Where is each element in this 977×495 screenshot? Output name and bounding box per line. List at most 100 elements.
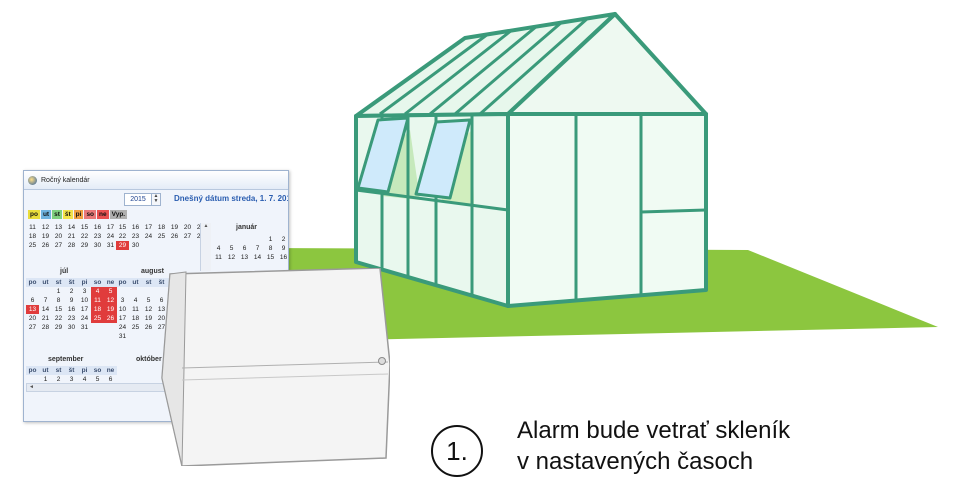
calendar-day[interactable]: 3 [120,297,125,304]
calendar-day[interactable]: 5 [104,287,117,296]
calendar-day[interactable]: 29 [80,242,89,249]
calendar-day[interactable]: 14 [253,254,262,261]
calendar-day[interactable]: 7 [255,245,260,252]
calendar-day[interactable]: 3 [82,288,87,295]
calendar-day[interactable]: 26 [170,233,179,240]
calendar-day[interactable]: 12 [227,254,236,261]
calendar-day[interactable]: 20 [157,315,166,322]
calendar-day[interactable]: 13 [240,254,249,261]
year-spinner[interactable]: ▲▼ [151,193,161,206]
calendar-day[interactable]: 18 [91,305,104,314]
calendar-day[interactable]: 29 [54,324,63,331]
calendar-day[interactable]: 24 [80,315,89,322]
calendar-day[interactable]: 5 [95,376,100,383]
calendar-day[interactable]: 28 [41,324,50,331]
calendar-day[interactable]: 26 [41,242,50,249]
calendar-day[interactable]: 16 [93,224,102,231]
calendar-day[interactable]: 1 [43,376,48,383]
calendar-day[interactable]: 13 [26,305,39,314]
calendar-day[interactable]: 29 [116,241,129,250]
calendar-day[interactable]: 16 [131,224,140,231]
calendar-day[interactable]: 19 [41,233,50,240]
calendar-day[interactable]: 7 [43,297,48,304]
calendar-day[interactable]: 17 [118,315,127,322]
calendar-day[interactable]: 26 [144,324,153,331]
calendar-day[interactable]: 6 [30,297,35,304]
calendar-day[interactable]: 17 [80,306,89,313]
calendar-day[interactable]: 18 [28,233,37,240]
calendar-day[interactable]: 15 [54,306,63,313]
calendar-day[interactable]: 6 [159,297,164,304]
calendar-day[interactable]: 25 [28,242,37,249]
calendar-day[interactable]: 21 [67,233,76,240]
calendar-day[interactable]: 13 [157,306,166,313]
calendar-day[interactable]: 30 [93,242,102,249]
vertical-scrollbar[interactable]: ▲ [200,223,211,271]
calendar-day[interactable]: 15 [266,254,275,261]
calendar-day[interactable]: 2 [281,236,286,243]
calendar-day[interactable]: 25 [157,233,166,240]
calendar-day[interactable]: 3 [69,376,74,383]
calendar-day[interactable]: 28 [67,242,76,249]
calendar-day[interactable]: 27 [54,242,63,249]
calendar-day[interactable]: 21 [41,315,50,322]
calendar-day[interactable]: 6 [242,245,247,252]
calendar-day[interactable]: 4 [91,287,104,296]
calendar-day[interactable]: 22 [80,233,89,240]
calendar-day[interactable]: 25 [131,324,140,331]
calendar-day[interactable]: 12 [41,224,50,231]
calendar-day[interactable]: 30 [67,324,76,331]
calendar-day[interactable]: 11 [91,296,104,305]
calendar-day[interactable]: 19 [144,315,153,322]
calendar-day[interactable]: 20 [54,233,63,240]
calendar-day[interactable]: 11 [215,254,222,261]
calendar-day[interactable]: 22 [54,315,63,322]
calendar-day[interactable]: 30 [131,242,140,249]
calendar-day[interactable]: 20 [28,315,37,322]
calendar-day[interactable]: 26 [104,314,117,323]
calendar-day[interactable]: 2 [69,288,74,295]
calendar-day[interactable]: 15 [118,224,127,231]
calendar-day[interactable]: 14 [67,224,76,231]
calendar-day[interactable]: 19 [104,305,117,314]
calendar-day[interactable]: 10 [80,297,89,304]
calendar-day[interactable]: 10 [118,306,127,313]
calendar-day[interactable]: 23 [93,233,102,240]
calendar-day[interactable]: 8 [268,245,273,252]
calendar-day[interactable]: 16 [67,306,76,313]
calendar-day[interactable]: 31 [118,333,127,340]
calendar-day[interactable]: 14 [41,306,50,313]
calendar-day[interactable]: 9 [69,297,74,304]
calendar-day[interactable]: 20 [183,224,192,231]
calendar-day[interactable]: 18 [131,315,140,322]
calendar-day[interactable]: 16 [279,254,288,261]
calendar-day[interactable]: 27 [183,233,192,240]
calendar-day[interactable]: 4 [133,297,138,304]
calendar-day[interactable]: 27 [28,324,37,331]
calendar-day[interactable]: 31 [106,242,115,249]
calendar-day[interactable]: 24 [106,233,115,240]
calendar-day[interactable]: 12 [144,306,153,313]
calendar-day[interactable]: 24 [118,324,127,331]
calendar-day[interactable]: 4 [216,245,221,252]
calendar-day[interactable]: 2 [56,376,61,383]
calendar-day[interactable]: 1 [268,236,273,243]
calendar-day[interactable]: 5 [229,245,234,252]
calendar-day[interactable]: 15 [80,224,89,231]
calendar-day[interactable]: 8 [56,297,61,304]
calendar-day[interactable]: 9 [281,245,286,252]
calendar-day[interactable]: 11 [132,306,139,313]
horizontal-scrollbar[interactable]: ◄ [26,383,180,392]
calendar-day[interactable]: 31 [80,324,89,331]
calendar-day[interactable]: 27 [157,324,166,331]
calendar-day[interactable]: 23 [131,233,140,240]
calendar-day[interactable]: 17 [106,224,115,231]
calendar-day[interactable]: 12 [104,296,117,305]
calendar-day[interactable]: 5 [146,297,151,304]
calendar-day[interactable]: 22 [118,233,127,240]
calendar-day[interactable]: 11 [29,224,36,231]
calendar-day[interactable]: 4 [82,376,87,383]
calendar-day[interactable]: 1 [56,288,61,295]
calendar-day[interactable]: 25 [91,314,104,323]
calendar-day[interactable]: 18 [157,224,166,231]
